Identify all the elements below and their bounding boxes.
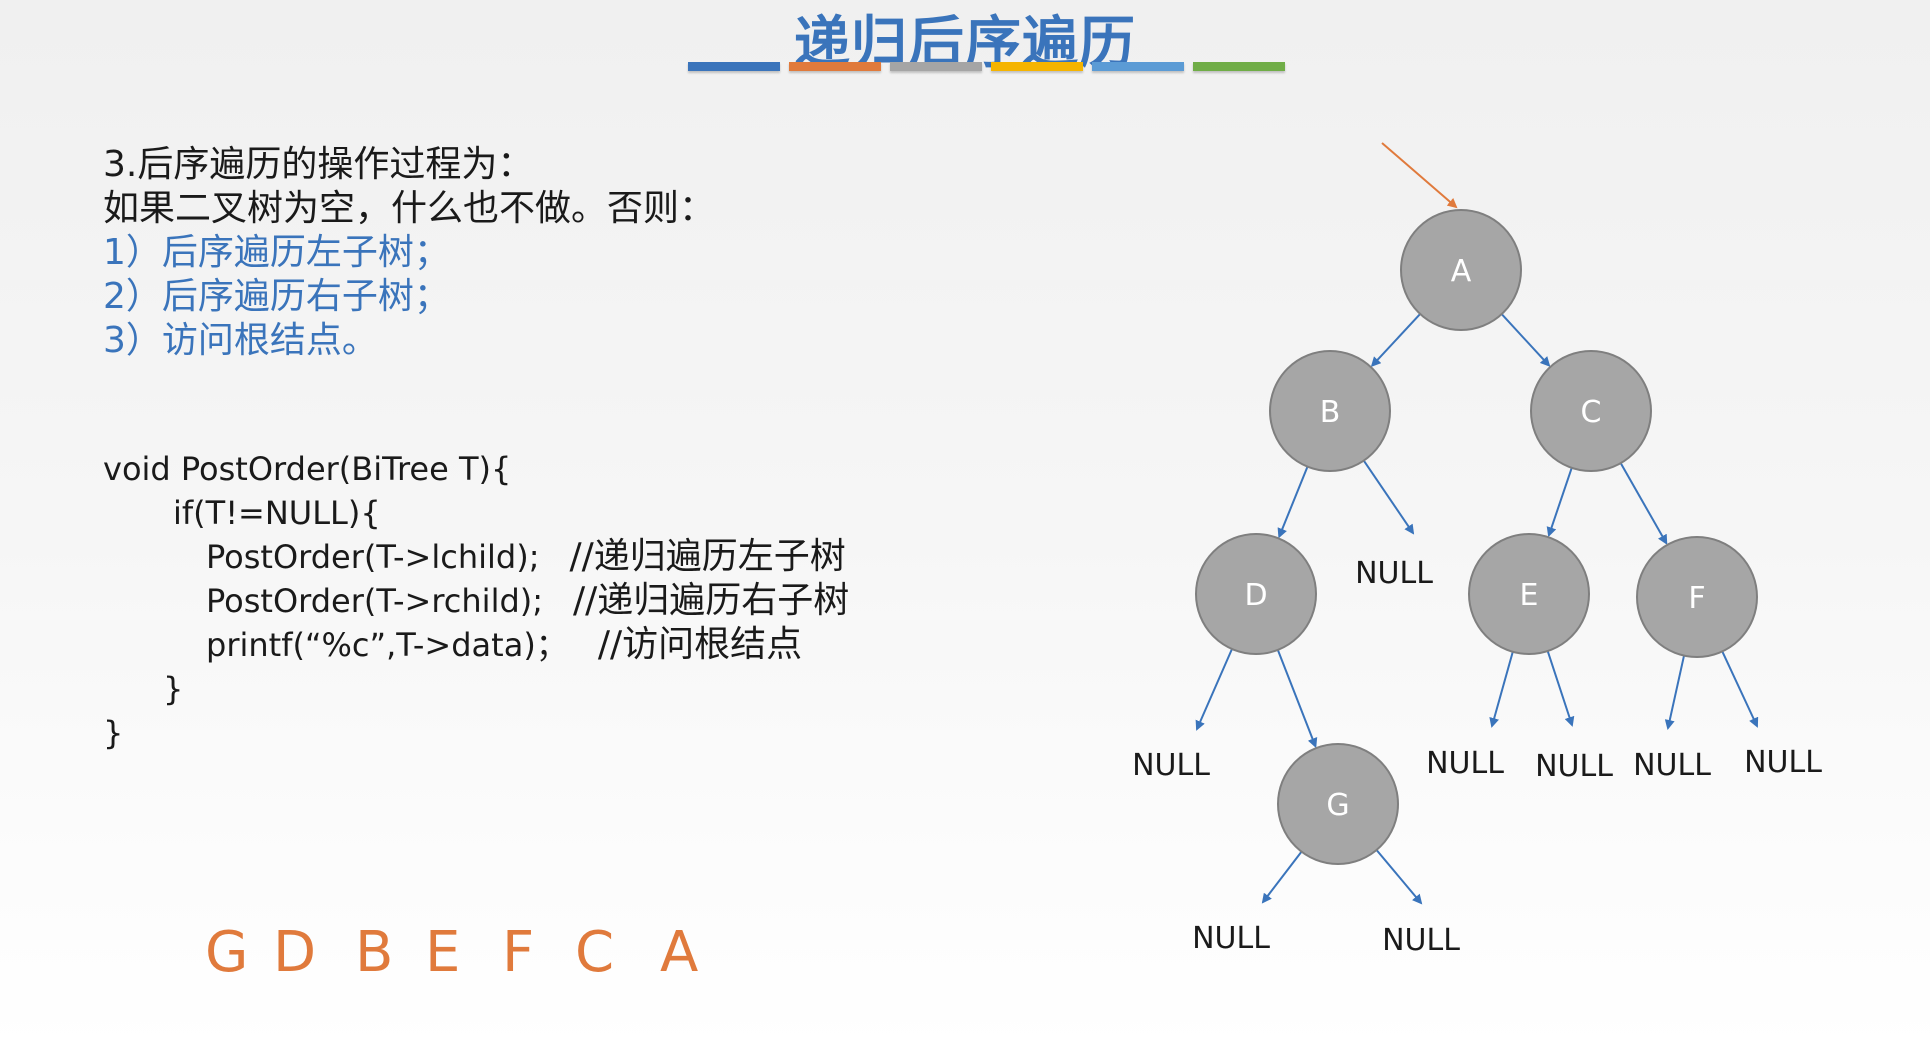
node-circle bbox=[1530, 350, 1652, 472]
edge-e-null bbox=[1546, 650, 1575, 727]
null-label: NULL bbox=[1382, 923, 1460, 958]
root-pointer-arrow bbox=[1381, 142, 1458, 209]
node-label: F bbox=[1688, 581, 1705, 616]
edge-f-null bbox=[1664, 655, 1686, 730]
edge-d-null bbox=[1195, 648, 1233, 731]
edge-f-null bbox=[1721, 650, 1759, 728]
edge-b-null bbox=[1362, 460, 1415, 535]
result-letter-b: B bbox=[355, 920, 394, 985]
node-circle bbox=[1277, 743, 1399, 865]
edge-g-null bbox=[1375, 849, 1423, 905]
title-bar-6 bbox=[1193, 62, 1285, 71]
code-line-4: PostOrder(T->rchild); //递归遍历右子树 bbox=[103, 579, 849, 623]
result-letter-a: A bbox=[660, 920, 699, 985]
code-line-2: if(T!=NULL){ bbox=[173, 494, 381, 532]
tree-node-f: F bbox=[1636, 536, 1758, 658]
result-letter-e: E bbox=[425, 920, 461, 985]
edge-g-null bbox=[1261, 851, 1303, 904]
title-bar-5 bbox=[1092, 62, 1184, 71]
result-letter-g: G bbox=[205, 920, 249, 985]
result-letter-f: F bbox=[502, 920, 535, 985]
code-comment: //递归遍历右子树 bbox=[573, 580, 850, 621]
node-circle bbox=[1269, 350, 1391, 472]
null-label: NULL bbox=[1132, 748, 1210, 783]
title-bar-3 bbox=[890, 62, 982, 71]
code-statement: PostOrder(T->lchild); bbox=[206, 538, 540, 576]
node-label: C bbox=[1581, 395, 1602, 430]
description-heading: 3.后序遍历的操作过程为： bbox=[103, 144, 534, 185]
tree-node-g: G bbox=[1277, 743, 1399, 865]
step-1: 1）后序遍历左子树； bbox=[103, 232, 450, 273]
description-condition: 如果二叉树为空，什么也不做。否则： bbox=[103, 188, 716, 229]
null-label: NULL bbox=[1744, 745, 1822, 780]
edge-d-g bbox=[1276, 649, 1318, 749]
code-line-6: } bbox=[163, 670, 184, 708]
tree-node-c: C bbox=[1530, 350, 1652, 472]
node-label: B bbox=[1320, 395, 1341, 430]
edge-c-e bbox=[1546, 467, 1573, 538]
tree-node-a: A bbox=[1400, 209, 1522, 331]
node-label: G bbox=[1326, 788, 1349, 823]
null-label: NULL bbox=[1192, 921, 1270, 956]
code-comment: //递归遍历左子树 bbox=[569, 536, 846, 577]
edge-b-d bbox=[1277, 466, 1309, 539]
node-circle bbox=[1636, 536, 1758, 658]
code-line-1: void PostOrder(BiTree T){ bbox=[103, 450, 512, 488]
node-circle bbox=[1468, 533, 1590, 655]
null-label: NULL bbox=[1633, 748, 1711, 783]
tree-node-d: D bbox=[1195, 533, 1317, 655]
step-2: 2）后序遍历右子树； bbox=[103, 276, 450, 317]
title-bar-4 bbox=[991, 62, 1083, 71]
result-letter-c: C bbox=[575, 920, 615, 985]
null-label: NULL bbox=[1355, 556, 1433, 591]
null-label: NULL bbox=[1426, 746, 1504, 781]
code-statement: PostOrder(T->rchild); bbox=[206, 582, 544, 620]
node-circle bbox=[1400, 209, 1522, 331]
result-letter-d: D bbox=[273, 920, 317, 985]
title-underline bbox=[688, 62, 1285, 71]
code-block: void PostOrder(BiTree T){ if(T!=NULL){ P… bbox=[103, 447, 849, 755]
code-line-5: printf(“%c”,T->data)； //访问根结点 bbox=[103, 623, 849, 667]
code-line-7: } bbox=[103, 714, 124, 752]
edge-a-b bbox=[1370, 313, 1421, 368]
edge-a-c bbox=[1500, 313, 1551, 367]
null-label: NULL bbox=[1535, 749, 1613, 784]
code-statement: printf(“%c”,T->data)； bbox=[206, 626, 568, 664]
node-label: A bbox=[1451, 254, 1472, 289]
code-comment: //访问根结点 bbox=[597, 624, 803, 665]
node-label: D bbox=[1244, 578, 1267, 613]
description: 3.后序遍历的操作过程为： 如果二叉树为空，什么也不做。否则： 1）后序遍历左子… bbox=[103, 143, 715, 363]
step-3: 3）访问根结点。 bbox=[103, 320, 378, 361]
node-label: E bbox=[1520, 578, 1539, 613]
code-line-3: PostOrder(T->lchild); //递归遍历左子树 bbox=[103, 535, 849, 579]
edge-c-f bbox=[1619, 462, 1668, 545]
title-bar-1 bbox=[688, 62, 780, 71]
title-bar-2 bbox=[789, 62, 881, 71]
node-circle bbox=[1195, 533, 1317, 655]
tree-node-e: E bbox=[1468, 533, 1590, 655]
tree-node-b: B bbox=[1269, 350, 1391, 472]
edge-e-null bbox=[1489, 651, 1514, 728]
